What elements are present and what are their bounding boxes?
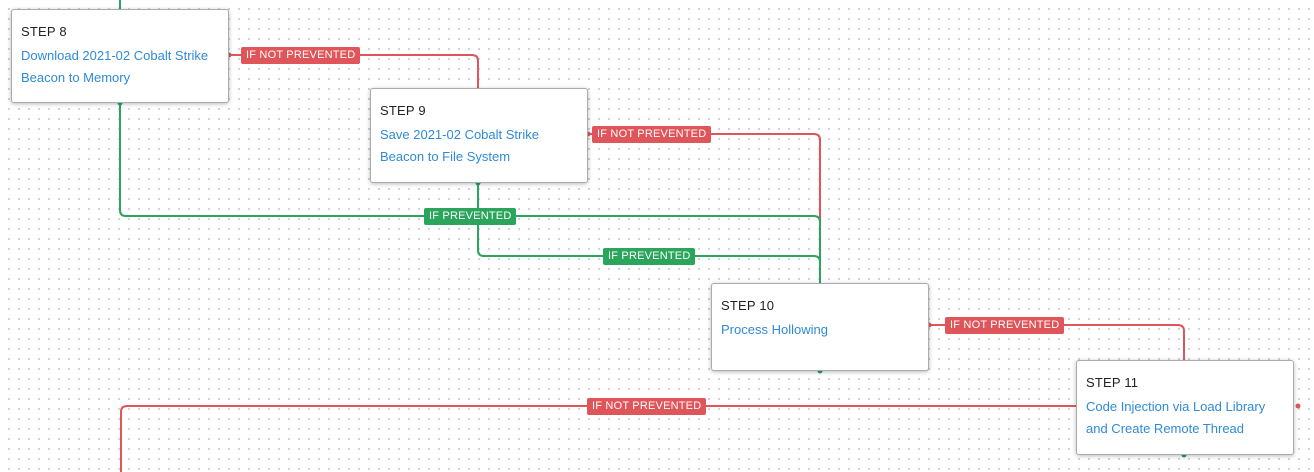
port-dot [1295, 403, 1301, 409]
step-11-label: STEP 11 [1086, 375, 1139, 390]
edge-step9-prevented [477, 183, 821, 283]
edge-step10-not-prevented [929, 324, 1185, 360]
step-8-title-link[interactable]: Download 2021-02 Cobalt Strike Beacon to… [21, 48, 209, 85]
edge-label-step10-not-prevented[interactable]: IF NOT PREVENTED [945, 317, 1065, 334]
edge-label-step11-not-prevented[interactable]: IF NOT PREVENTED [587, 398, 707, 415]
step-8-label: STEP 8 [21, 24, 67, 39]
step-9-node[interactable]: STEP 9 Save 2021-02 Cobalt Strike Beacon… [370, 88, 588, 183]
step-8-node[interactable]: STEP 8 Download 2021-02 Cobalt Strike Be… [11, 9, 229, 103]
step-10-title-link[interactable]: Process Hollowing [721, 322, 828, 337]
edge-label-step9-prevented[interactable]: IF PREVENTED [603, 248, 696, 265]
step-11-node[interactable]: STEP 11 Code Injection via Load Library … [1076, 360, 1294, 455]
edge-step9-not-prevented [588, 133, 821, 283]
edge-step11-not-prevented [120, 405, 1076, 472]
step-9-title-link[interactable]: Save 2021-02 Cobalt Strike Beacon to Fil… [380, 127, 539, 164]
step-11-title-link[interactable]: Code Injection via Load Library and Crea… [1086, 399, 1266, 436]
step-9-label: STEP 9 [380, 103, 426, 118]
edge-label-step9-not-prevented[interactable]: IF NOT PREVENTED [592, 126, 712, 143]
edge-label-step8-not-prevented[interactable]: IF NOT PREVENTED [241, 47, 361, 64]
edge-label-step8-prevented[interactable]: IF PREVENTED [424, 208, 517, 225]
step-10-node[interactable]: STEP 10 Process Hollowing [711, 283, 929, 371]
edge-step8-not-prevented [229, 54, 479, 88]
step-10-label: STEP 10 [721, 298, 775, 313]
